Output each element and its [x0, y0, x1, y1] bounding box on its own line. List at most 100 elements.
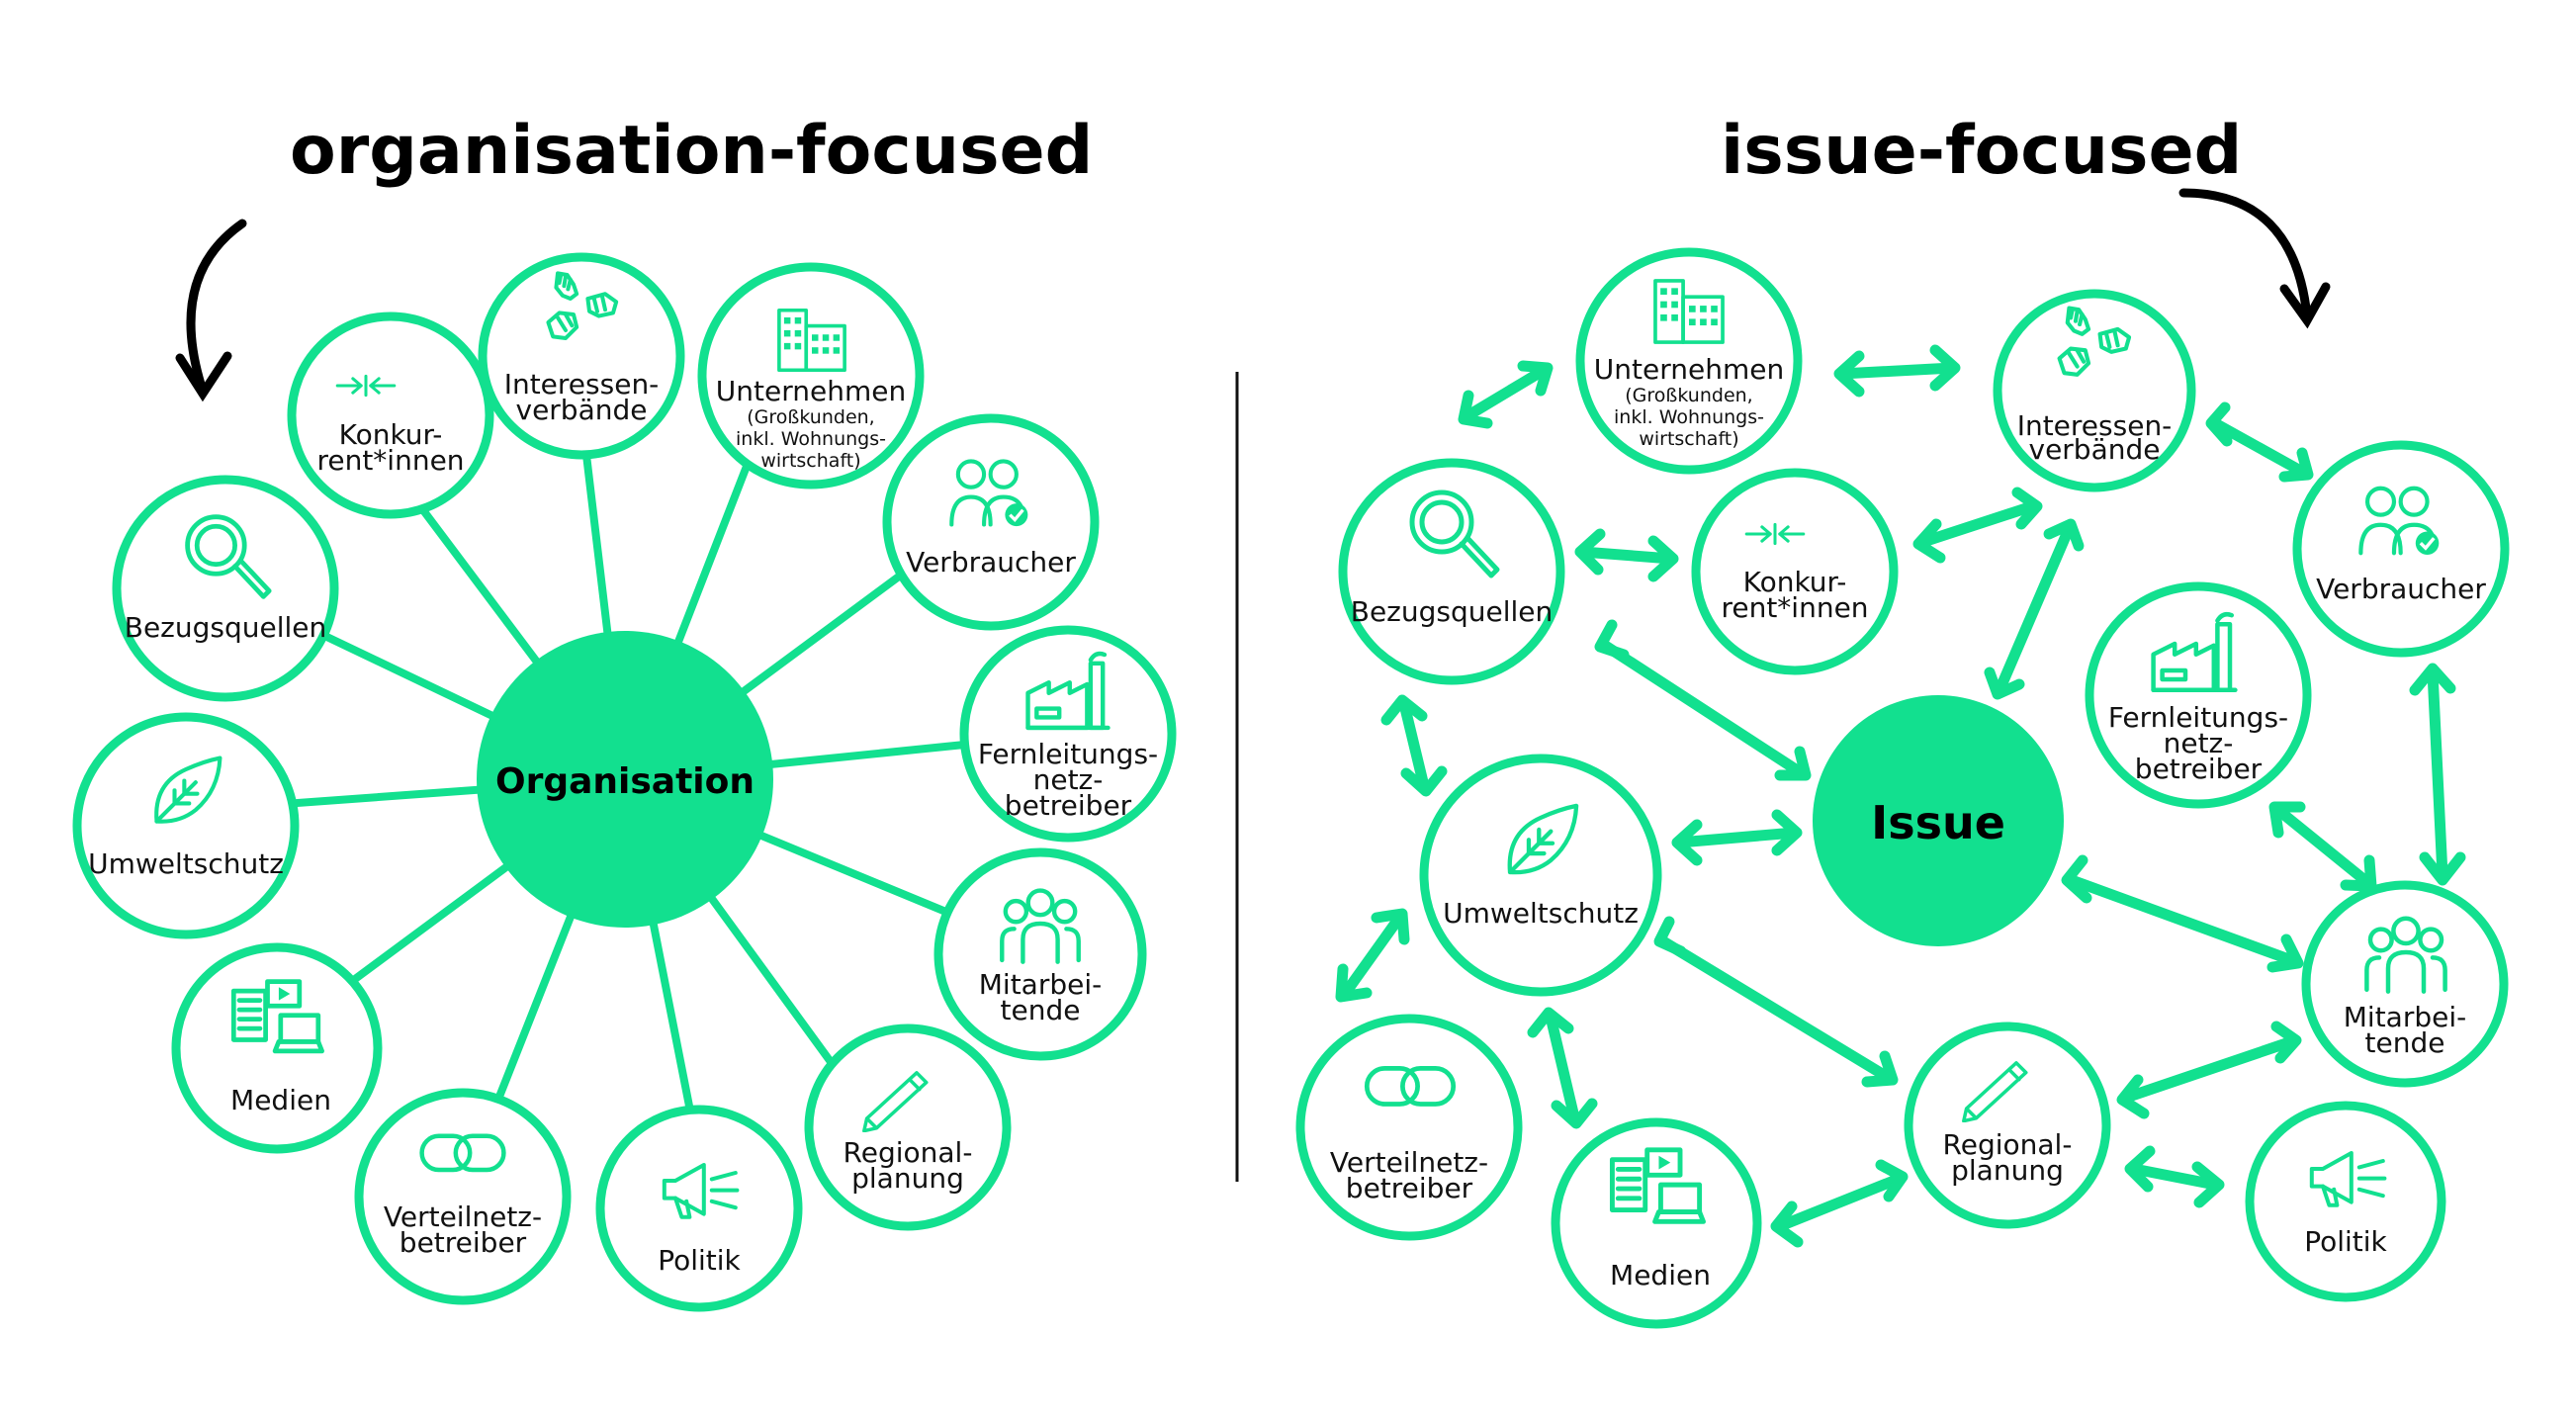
left-node-medien: Medien — [171, 942, 383, 1154]
right-node-interessenverbaende: Interessen- verbände — [1993, 289, 2196, 492]
node-label: verbände — [2029, 433, 2161, 466]
node-label: betreiber — [2135, 753, 2263, 785]
arrow-bezugsquellen-konkurrent — [1574, 528, 1679, 582]
right-curved-arrow — [2178, 188, 2312, 321]
node-sublabel: wirtschaft) — [760, 450, 860, 472]
node-label: Verbraucher — [906, 546, 1076, 578]
node-label: Medien — [1610, 1259, 1711, 1291]
node-label: Unternehmen — [716, 375, 906, 407]
right-title: issue-focused — [1721, 112, 2242, 190]
right-node-unternehmen: Unternehmen (Großkunden, inkl. Wohnungs-… — [1575, 247, 1803, 475]
arrow-regional-politik — [2124, 1145, 2225, 1208]
left-node-umweltschutz: Umweltschutz — [72, 712, 300, 939]
node-label: netz- — [2164, 727, 2234, 759]
arrow-interessen-konkurrent — [1912, 487, 2043, 564]
node-label: betreiber — [1005, 789, 1132, 822]
node-label: verbände — [516, 394, 648, 426]
arrow-interessen-verbraucher — [2205, 401, 2314, 483]
node-label: betreiber — [1346, 1172, 1473, 1204]
right-node-verteilnetz: Verteilnetz- betreiber — [1295, 1014, 1523, 1241]
right-node-bezugsquellen: Bezugsquellen — [1338, 458, 1565, 685]
node-label: Interessen- — [504, 368, 660, 400]
node-label: Unternehmen — [1594, 353, 1784, 386]
arrow-medien-regional — [1770, 1159, 1909, 1248]
arrow-bezugsquellen-unternehmen — [1458, 360, 1554, 429]
node-label: planung — [851, 1162, 964, 1195]
node-label: Verteilnetz- — [1330, 1146, 1488, 1179]
node-sublabel: wirtschaft) — [1639, 428, 1738, 450]
node-label: Konkur- — [339, 418, 443, 451]
arrow-bezugsquellen-issue — [1594, 619, 1812, 781]
node-label: Fernleitungs- — [2108, 701, 2288, 734]
arrow-issue-umweltschutz — [1671, 809, 1803, 866]
left-node-regionalplanung: Regional- planung — [804, 1023, 1012, 1231]
node-label: Bezugsquellen — [125, 611, 327, 644]
node-label: Politik — [2304, 1225, 2387, 1258]
node-label: Regional- — [1943, 1128, 2073, 1161]
node-label: Politik — [658, 1244, 741, 1277]
node-label: betreiber — [400, 1226, 527, 1259]
node-label: rent*innen — [1721, 591, 1868, 624]
node-label: netz- — [1033, 763, 1104, 796]
right-center-label: Issue — [1871, 796, 2005, 849]
node-label: Regional- — [844, 1136, 973, 1169]
left-diagram: Organisation Konkur- rent*innen Interess… — [72, 252, 1177, 1312]
left-curved-arrow-head — [175, 351, 232, 402]
left-node-bezugsquellen: Bezugsquellen — [112, 475, 339, 702]
node-label: Mitarbei- — [2344, 1001, 2466, 1033]
arrow-verbraucher-mitarbeitende — [2409, 663, 2466, 886]
left-center-organisation — [477, 631, 773, 928]
node-label: Mitarbei- — [979, 968, 1102, 1001]
right-arrows — [1335, 344, 2466, 1248]
right-node-regionalplanung: Regional- planung — [1904, 1022, 2111, 1229]
node-label: Fernleitungs- — [978, 738, 1158, 770]
left-node-verteilnetz: Verteilnetz- betreiber — [354, 1088, 572, 1305]
left-node-interessenverbaende: Interessen- verbände — [478, 252, 685, 460]
node-label: tende — [2365, 1026, 2445, 1059]
right-node-konkurrentinnen: Konkur- rent*innen — [1691, 468, 1899, 675]
node-sublabel: inkl. Wohnungs- — [1614, 406, 1764, 428]
left-curved-arrow — [186, 219, 247, 396]
node-sublabel: (Großkunden, — [747, 406, 874, 428]
left-node-verbraucher: Verbraucher — [882, 413, 1100, 631]
left-node-politik: Politik — [595, 1105, 803, 1312]
node-label: Konkur- — [1743, 566, 1847, 598]
arrow-interessen-issue — [1984, 518, 2085, 700]
arrow-fernleitung-mitarbeitende — [2268, 801, 2377, 892]
arrow-unternehmen-interessenverbaende — [1833, 344, 1961, 398]
right-node-fernleitung: Fernleitungs- netz- betreiber — [2085, 581, 2312, 809]
left-node-unternehmen: Unternehmen (Großkunden, inkl. Wohnungs-… — [697, 262, 925, 489]
right-node-medien: Medien — [1551, 1117, 1762, 1329]
node-label: Verteilnetz- — [384, 1201, 542, 1233]
right-node-umweltschutz: Umweltschutz — [1419, 754, 1662, 997]
right-node-mitarbeitende: Mitarbei- tende — [2301, 880, 2509, 1088]
right-diagram: Issue Unternehmen (Großkunden, inkl. Woh… — [1295, 247, 2510, 1329]
node-label: Interessen- — [2017, 409, 2173, 442]
arrow-bezugsquellen-umweltschutz — [1380, 694, 1448, 797]
right-curved-arrow-head — [2279, 282, 2331, 329]
node-label: Umweltschutz — [1443, 897, 1639, 930]
right-node-politik: Politik — [2245, 1101, 2446, 1302]
arrow-issue-mitarbeitende — [2061, 854, 2304, 973]
arrow-umweltschutz-medien — [1527, 1007, 1598, 1129]
right-center-issue — [1813, 695, 2064, 946]
left-node-mitarbeitende: Mitarbei- tende — [933, 847, 1147, 1061]
node-label: Umweltschutz — [88, 847, 284, 880]
arrow-umweltschutz-verteilnetz — [1335, 908, 1410, 1003]
arrow-umweltschutz-regional — [1653, 916, 1899, 1088]
node-sublabel: inkl. Wohnungs- — [736, 428, 886, 450]
left-center-label: Organisation — [495, 761, 755, 802]
node-label: planung — [1951, 1154, 2064, 1187]
arrow-mitarbeitende-regional — [2116, 1021, 2302, 1119]
node-sublabel: (Großkunden, — [1625, 385, 1752, 406]
node-label: Verbraucher — [2316, 573, 2486, 605]
right-node-verbraucher: Verbraucher — [2292, 440, 2510, 658]
node-label: Bezugsquellen — [1351, 595, 1554, 628]
left-node-konkurrentinnen: Konkur- rent*innen — [287, 311, 494, 519]
left-title: organisation-focused — [290, 112, 1093, 190]
node-label: tende — [1001, 994, 1081, 1026]
node-label: rent*innen — [316, 444, 464, 477]
node-label: Medien — [230, 1084, 331, 1116]
left-node-fernleitung: Fernleitungs- netz- betreiber — [959, 625, 1177, 843]
